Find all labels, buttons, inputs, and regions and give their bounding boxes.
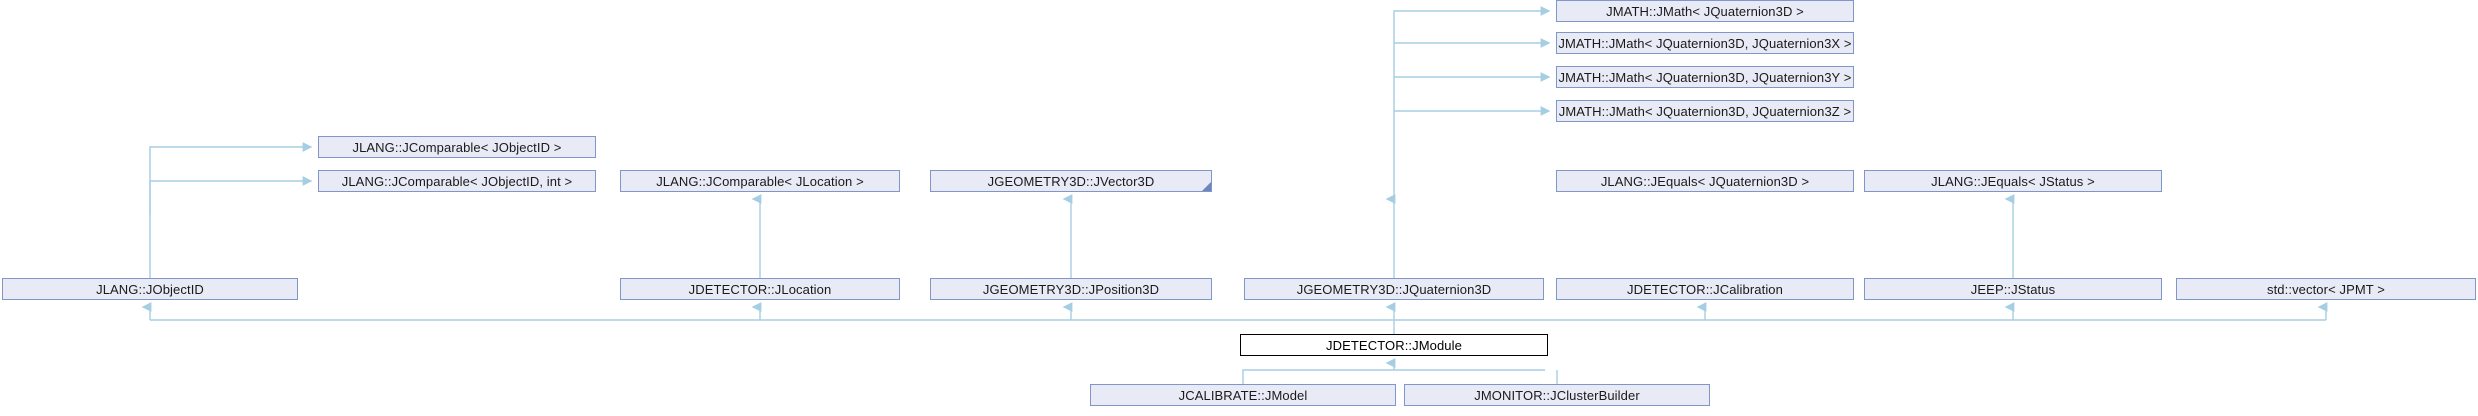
node-label: JMATH::JMath< JQuaternion3D > <box>1606 3 1804 19</box>
node-jmath-jquaternion3d-jquaternion3x[interactable]: JMATH::JMath< JQuaternion3D, JQuaternion… <box>1556 32 1854 54</box>
node-jmath-jquaternion3d-jquaternion3y[interactable]: JMATH::JMath< JQuaternion3D, JQuaternion… <box>1556 66 1854 88</box>
node-label: JGEOMETRY3D::JQuaternion3D <box>1296 281 1492 297</box>
node-jmath-jquaternion3d[interactable]: JMATH::JMath< JQuaternion3D > <box>1556 0 1854 22</box>
node-jcomparable-jobjectid-int[interactable]: JLANG::JComparable< JObjectID, int > <box>318 170 596 192</box>
node-jvector3d[interactable]: JGEOMETRY3D::JVector3D <box>930 170 1212 192</box>
node-label: JLANG::JObjectID <box>96 281 204 297</box>
node-jlocation[interactable]: JDETECTOR::JLocation <box>620 278 900 300</box>
node-label: JMONITOR::JClusterBuilder <box>1474 387 1640 403</box>
edge-jobjectid-jcomparable-objectid-int <box>149 176 313 278</box>
node-label: JLANG::JEquals< JQuaternion3D > <box>1600 173 1810 189</box>
node-jmonitor-jclusterbuilder[interactable]: JMONITOR::JClusterBuilder <box>1404 384 1710 406</box>
node-jmath-jquaternion3d-jquaternion3z[interactable]: JMATH::JMath< JQuaternion3D, JQuaternion… <box>1556 100 1854 122</box>
node-label: JMATH::JMath< JQuaternion3D, JQuaternion… <box>1558 103 1852 119</box>
node-label: JDETECTOR::JLocation <box>688 281 832 297</box>
node-label: JDETECTOR::JCalibration <box>1627 281 1783 297</box>
node-stdvector-jpmt[interactable]: std::vector< JPMT > <box>2176 278 2476 300</box>
node-label: JEEP::JStatus <box>1970 281 2056 297</box>
node-label: JGEOMETRY3D::JPosition3D <box>982 281 1160 297</box>
truncation-corner-icon <box>1202 182 1211 191</box>
node-label: std::vector< JPMT > <box>2267 281 2385 297</box>
node-jcomparable-jlocation[interactable]: JLANG::JComparable< JLocation > <box>620 170 900 192</box>
node-label: JLANG::JComparable< JObjectID > <box>352 139 562 155</box>
node-jobjectid[interactable]: JLANG::JObjectID <box>2 278 298 300</box>
node-jmodule[interactable]: JDETECTOR::JModule <box>1240 334 1548 356</box>
edge-jobjectid-jcomparable-objectid <box>149 142 313 215</box>
node-jcalibration[interactable]: JDETECTOR::JCalibration <box>1556 278 1854 300</box>
node-jequals-jstatus[interactable]: JLANG::JEquals< JStatus > <box>1864 170 2162 192</box>
node-label: JMATH::JMath< JQuaternion3D, JQuaternion… <box>1558 69 1852 85</box>
node-label: JLANG::JComparable< JLocation > <box>656 173 864 189</box>
node-label: JGEOMETRY3D::JVector3D <box>987 173 1155 189</box>
node-label: JCALIBRATE::JModel <box>1178 387 1308 403</box>
node-jeep-jstatus[interactable]: JEEP::JStatus <box>1864 278 2162 300</box>
node-jcomparable-jobjectid[interactable]: JLANG::JComparable< JObjectID > <box>318 136 596 158</box>
edge-derived-bus <box>1242 369 1545 384</box>
node-label: JMATH::JMath< JQuaternion3D, JQuaternion… <box>1558 35 1852 51</box>
node-jquaternion3d[interactable]: JGEOMETRY3D::JQuaternion3D <box>1244 278 1544 300</box>
node-jposition3d[interactable]: JGEOMETRY3D::JPosition3D <box>930 278 1212 300</box>
node-jequals-jquaternion3d[interactable]: JLANG::JEquals< JQuaternion3D > <box>1556 170 1854 192</box>
edge-jquaternion3d-jmath-q3d <box>1393 6 1551 199</box>
node-jcalibrate-jmodel[interactable]: JCALIBRATE::JModel <box>1090 384 1396 406</box>
node-label: JLANG::JComparable< JObjectID, int > <box>341 173 573 189</box>
node-label: JDETECTOR::JModule <box>1326 337 1462 353</box>
node-label: JLANG::JEquals< JStatus > <box>1931 173 2095 189</box>
